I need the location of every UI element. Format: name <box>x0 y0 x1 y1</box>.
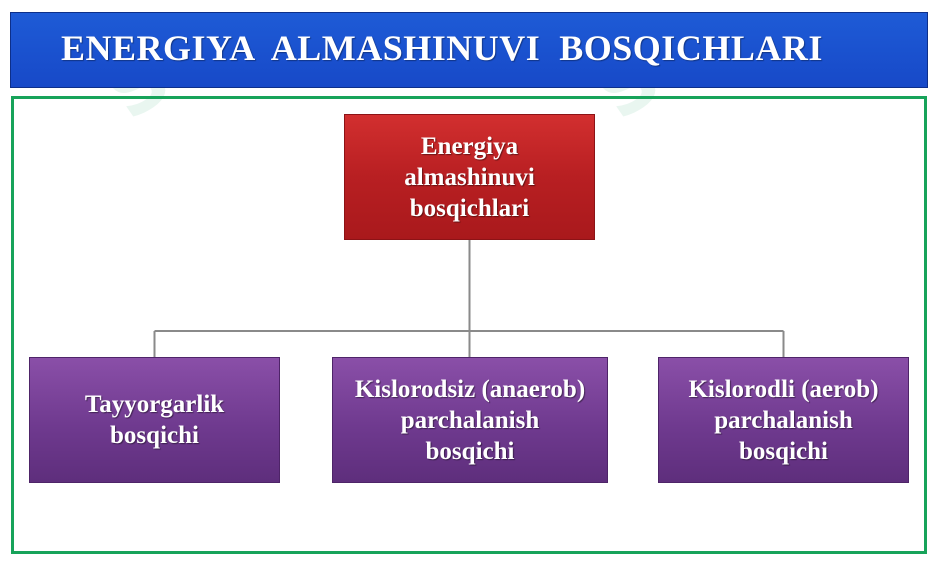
diagram-frame <box>11 96 927 554</box>
child-node-aerobic: Kislorodli (aerob) parchalanish bosqichi <box>658 357 909 483</box>
title-bar: ENERGIYA ALMASHINUVI BOSQICHLARI <box>10 12 928 88</box>
root-node: Energiya almashinuvi bosqichlari <box>344 114 595 240</box>
child-node-preparatory: Tayyorgarlik bosqichi <box>29 357 280 483</box>
child-node-anaerobic: Kislorodsiz (anaerob) parchalanish bosqi… <box>332 357 608 483</box>
page-title: ENERGIYA ALMASHINUVI BOSQICHLARI <box>61 28 823 68</box>
